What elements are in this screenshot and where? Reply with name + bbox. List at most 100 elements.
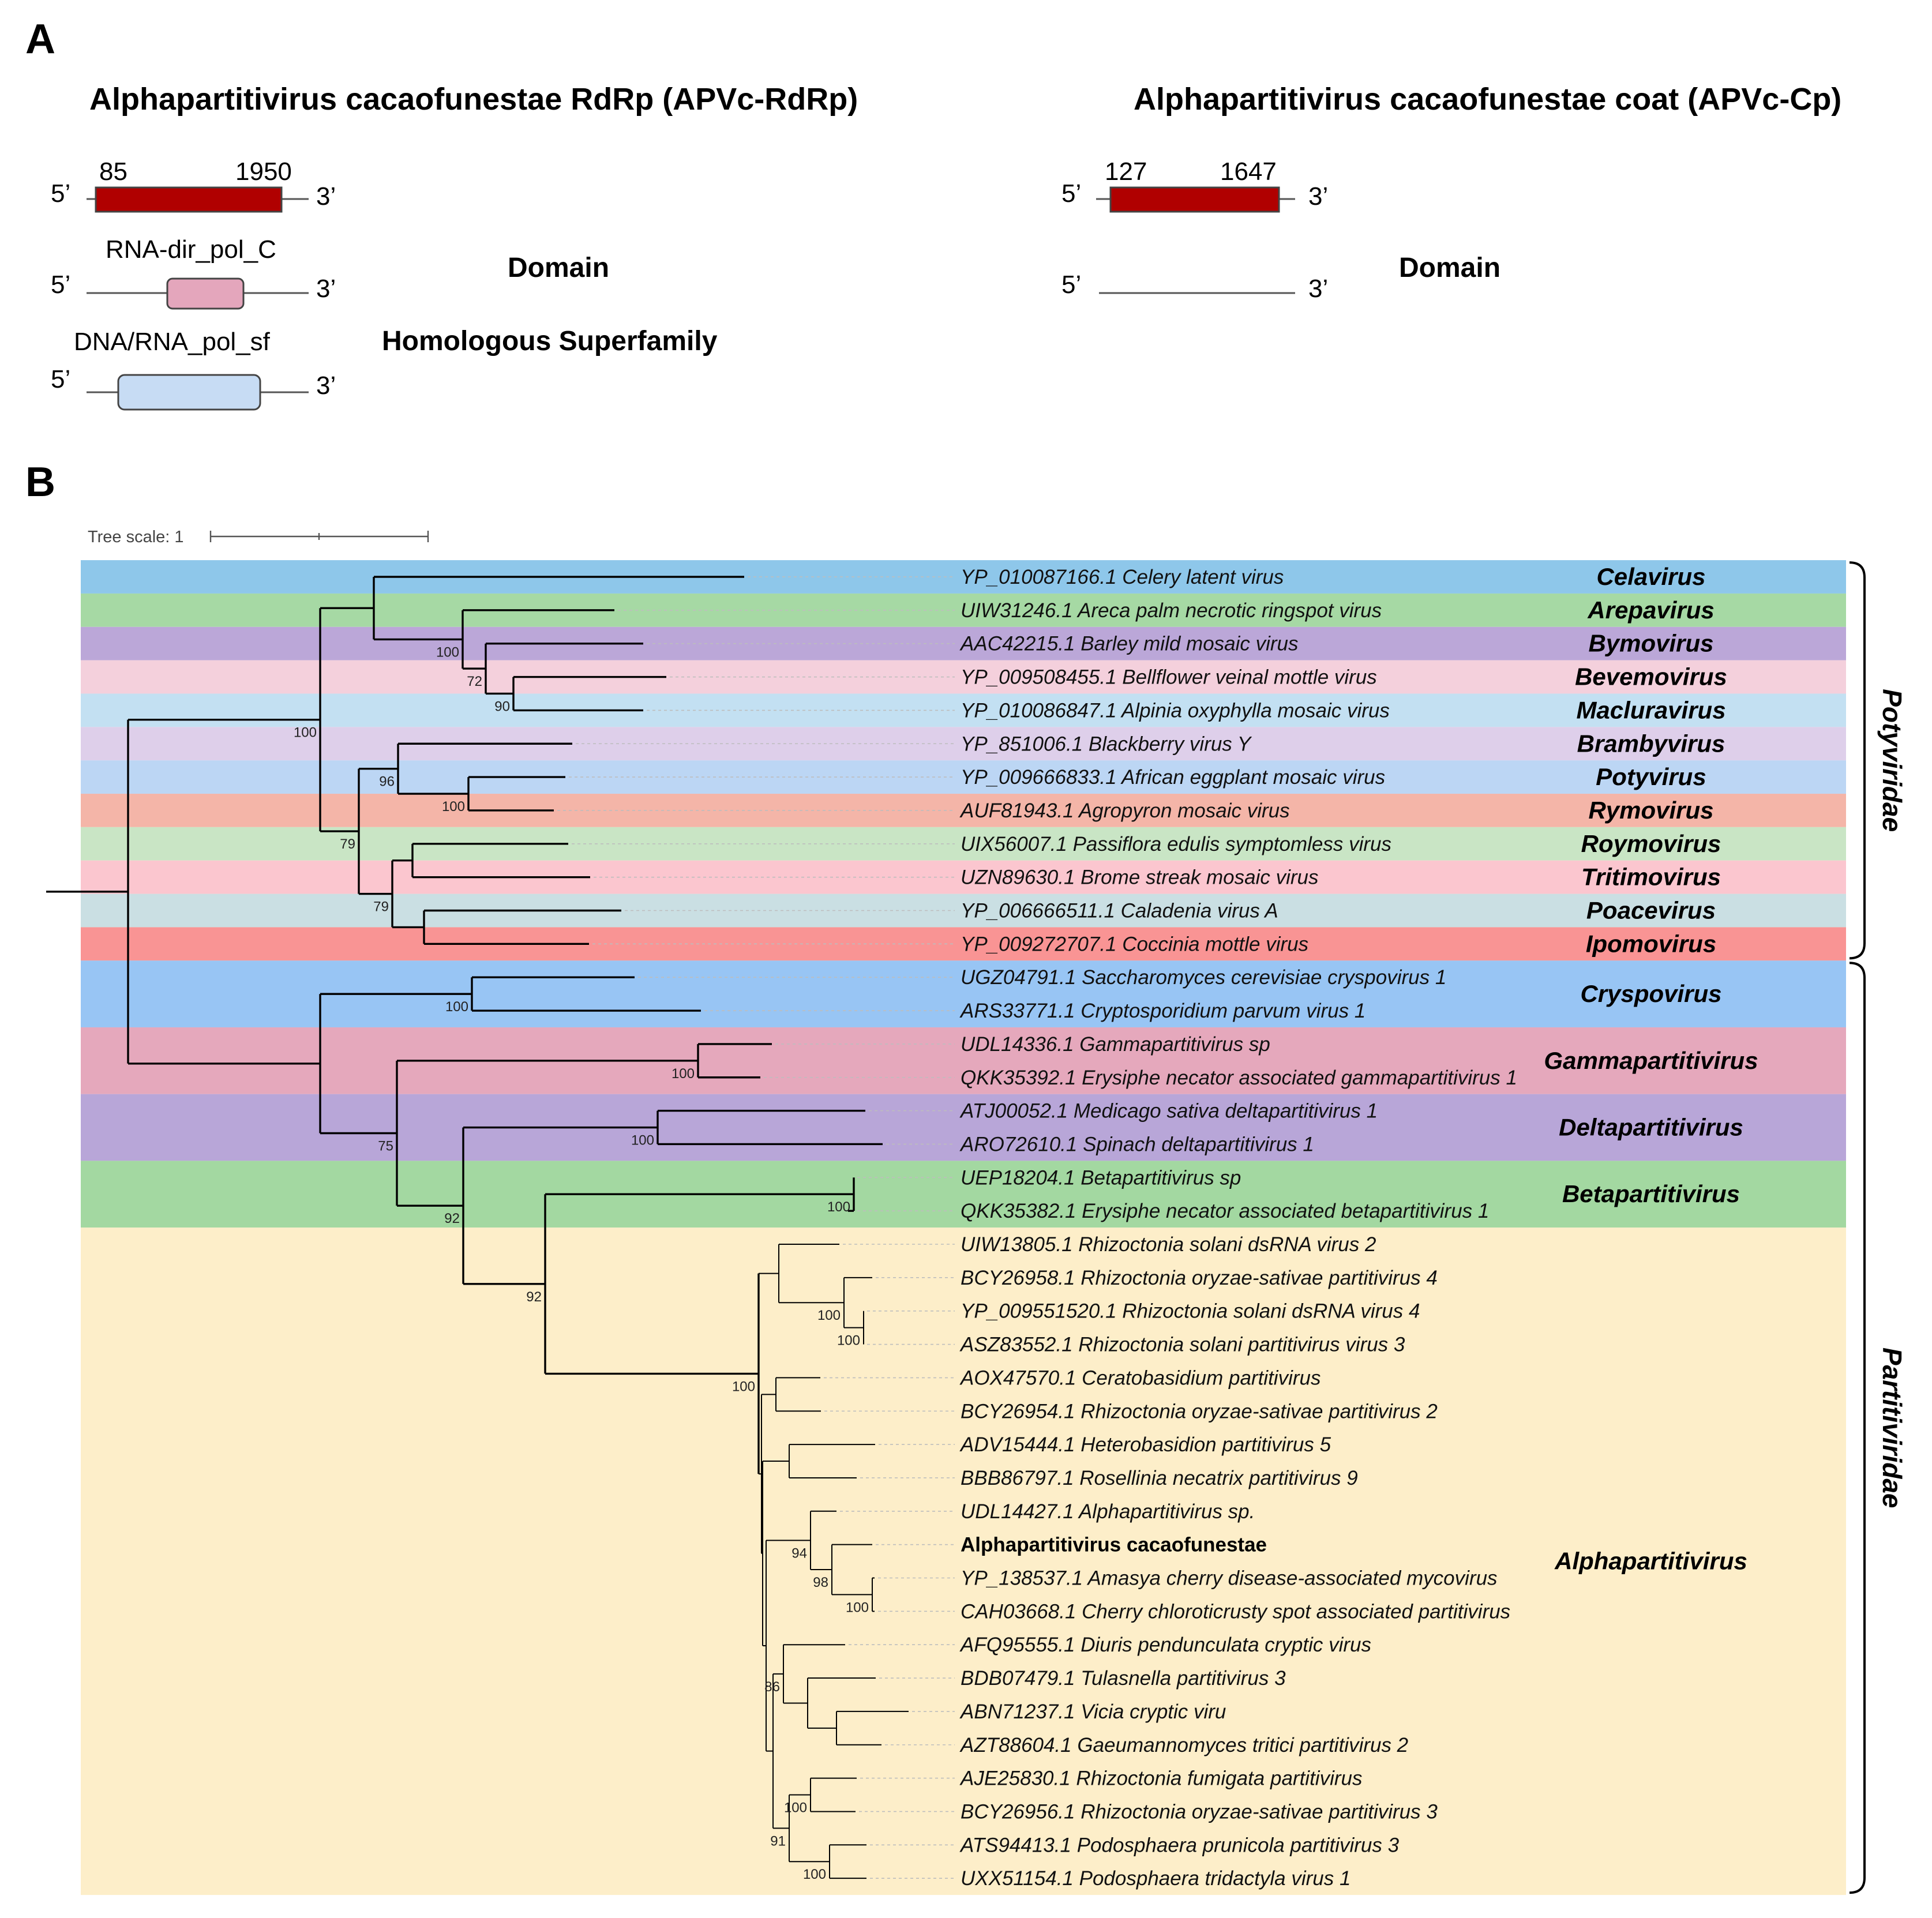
genus-band-macluravirus bbox=[81, 693, 1846, 727]
taxon-label: AUF81943.1 Agropyron mosaic virus bbox=[959, 800, 1290, 822]
genus-label: Brambyvirus bbox=[1577, 730, 1725, 757]
rdrp-domain-5prime: 5’ bbox=[51, 271, 70, 299]
bootstrap-label: 86 bbox=[764, 1679, 780, 1695]
genus-label: Arepavirus bbox=[1587, 596, 1714, 624]
bootstrap-label: 100 bbox=[631, 1133, 654, 1148]
coat-domain-3prime: 3’ bbox=[1308, 275, 1328, 303]
bootstrap-label: 91 bbox=[770, 1833, 786, 1849]
genus-band-arepavirus bbox=[81, 593, 1846, 627]
genus-band-alphapartitivirus bbox=[81, 1228, 1846, 1896]
taxon-label: BDB07479.1 Tulasnella partitivirus 3 bbox=[961, 1667, 1286, 1690]
genus-label: Ipomovirus bbox=[1586, 930, 1716, 957]
family-bracket bbox=[1849, 561, 1866, 960]
genus-band-deltapartitivirus bbox=[81, 1094, 1846, 1161]
genus-band-betapartitivirus bbox=[81, 1161, 1846, 1228]
bootstrap-label: 100 bbox=[671, 1066, 695, 1082]
bootstrap-label: 100 bbox=[827, 1199, 850, 1215]
bootstrap-label: 100 bbox=[294, 725, 317, 741]
genus-band-rymovirus bbox=[81, 794, 1846, 827]
genus-label: Rymovirus bbox=[1588, 797, 1713, 824]
genus-label: Bymovirus bbox=[1588, 630, 1713, 657]
bootstrap-label: 100 bbox=[442, 799, 465, 815]
taxon-labels: YP_010087166.1 Celery latent virusUIW312… bbox=[959, 566, 1517, 1890]
taxon-label: UEP18204.1 Betapartitivirus sp bbox=[961, 1166, 1241, 1189]
phylogenetic-tree bbox=[46, 576, 909, 1879]
bootstrap-label: 100 bbox=[837, 1333, 860, 1349]
taxon-label: QKK35392.1 Erysiphe necator associated g… bbox=[961, 1067, 1517, 1089]
rdrp-domain-name: RNA-dir_pol_C bbox=[106, 235, 276, 264]
taxon-label: UZN89630.1 Brome streak mosaic virus bbox=[961, 866, 1319, 889]
coat-orf-end: 1647 bbox=[1220, 157, 1277, 186]
bootstrap-label: 96 bbox=[379, 774, 395, 790]
taxon-label: YP_009508455.1 Bellflower veinal mottle … bbox=[961, 666, 1377, 689]
genus-label: Bevemovirus bbox=[1575, 663, 1727, 690]
genus-label: Poacevirus bbox=[1586, 897, 1716, 924]
taxon-label: QKK35382.1 Erysiphe necator associated b… bbox=[961, 1200, 1489, 1222]
bootstrap-label: 75 bbox=[378, 1138, 393, 1154]
taxon-label: BCY26956.1 Rhizoctonia oryzae-sativae pa… bbox=[961, 1800, 1438, 1823]
taxon-label: UIW13805.1 Rhizoctonia solani dsRNA viru… bbox=[961, 1233, 1376, 1256]
coat-title: Alphapartitivirus cacaofunestae coat (AP… bbox=[1134, 82, 1841, 117]
taxon-label: BCY26958.1 Rhizoctonia oryzae-sativae pa… bbox=[961, 1267, 1438, 1289]
rdrp-orf-3prime: 3’ bbox=[316, 182, 336, 211]
taxon-label: ARO72610.1 Spinach deltapartitivirus 1 bbox=[959, 1133, 1314, 1155]
genus-band-bevemovirus bbox=[81, 660, 1846, 694]
rdrp-superfamily-3prime: 3’ bbox=[316, 371, 336, 400]
coat-orf-5prime: 5’ bbox=[1061, 179, 1081, 208]
genus-bands bbox=[81, 560, 1846, 1896]
rdrp-orf-start: 85 bbox=[99, 157, 127, 186]
taxon-label: UIW31246.1 Areca palm necrotic ringspot … bbox=[961, 599, 1382, 622]
genus-band-poacevirus bbox=[81, 894, 1846, 928]
taxon-label: YP_851006.1 Blackberry virus Y bbox=[961, 733, 1252, 755]
genus-band-potyvirus bbox=[81, 760, 1846, 794]
genus-labels: CelavirusArepavirusBymovirusBevemovirusM… bbox=[1544, 563, 1758, 1575]
genus-label: Celavirus bbox=[1596, 563, 1705, 590]
coat-orf-box bbox=[1109, 186, 1280, 213]
bootstrap-label: 100 bbox=[436, 644, 459, 660]
bootstrap-label: 92 bbox=[444, 1211, 460, 1226]
family-label: Partitiviridae bbox=[1877, 1348, 1907, 1508]
bootstrap-label: 100 bbox=[784, 1800, 807, 1816]
bootstrap-label: 98 bbox=[813, 1575, 828, 1590]
rdrp-orf-box bbox=[95, 186, 283, 213]
taxon-label: AZT88604.1 Gaeumannomyces tritici partit… bbox=[959, 1734, 1408, 1756]
genus-label: Tritimovirus bbox=[1581, 864, 1721, 891]
bootstrap-label: 100 bbox=[846, 1600, 869, 1615]
bootstrap-label: 92 bbox=[526, 1289, 542, 1305]
rdrp-orf-5prime: 5’ bbox=[51, 179, 70, 208]
rdrp-superfamily-5prime: 5’ bbox=[51, 365, 70, 393]
bootstrap-label: 90 bbox=[494, 699, 510, 714]
taxon-label: ASZ83552.1 Rhizoctonia solani partitivir… bbox=[959, 1334, 1405, 1356]
taxon-label: ABN71237.1 Vicia cryptic viru bbox=[959, 1701, 1226, 1723]
genus-band-ipomovirus bbox=[81, 927, 1846, 961]
genus-label: Cryspovirus bbox=[1580, 980, 1721, 1007]
genus-band-tritimovirus bbox=[81, 860, 1846, 894]
rdrp-orf-end: 1950 bbox=[235, 157, 292, 186]
taxon-label: CAH03668.1 Cherry chloroticrusty spot as… bbox=[961, 1600, 1510, 1623]
taxon-label: AFQ95555.1 Diuris pendunculata cryptic v… bbox=[959, 1634, 1371, 1656]
bootstrap-label: 100 bbox=[732, 1379, 755, 1394]
taxon-label: AOX47570.1 Ceratobasidium partitivirus bbox=[959, 1367, 1320, 1389]
coat-domain-label: Domain bbox=[1399, 253, 1500, 283]
coat-domain-5prime: 5’ bbox=[1061, 271, 1081, 299]
taxon-label: BBB86797.1 Rosellinia necatrix partitivi… bbox=[961, 1467, 1358, 1489]
taxon-label: YP_006666511.1 Caladenia virus A bbox=[961, 900, 1278, 922]
taxon-label: YP_009666833.1 African eggplant mosaic v… bbox=[961, 766, 1385, 789]
rdrp-domain-box bbox=[166, 277, 245, 310]
genus-label: Roymovirus bbox=[1581, 830, 1721, 857]
bootstrap-label: 100 bbox=[445, 999, 468, 1015]
panel-b-letter: B bbox=[25, 459, 55, 505]
family-label: Potyviridae bbox=[1877, 689, 1907, 832]
bootstrap-label: 79 bbox=[340, 836, 355, 852]
rdrp-domain-3prime: 3’ bbox=[316, 275, 336, 303]
bootstrap-label: 72 bbox=[467, 674, 482, 689]
leader-lines bbox=[557, 576, 955, 1879]
taxon-label: ARS33771.1 Cryptosporidium parvum virus … bbox=[959, 1000, 1365, 1022]
taxon-label: UGZ04791.1 Saccharomyces cerevisiae crys… bbox=[961, 966, 1446, 989]
taxon-label: UDL14336.1 Gammapartitivirus sp bbox=[961, 1033, 1270, 1056]
taxon-label: YP_010087166.1 Celery latent virus bbox=[961, 566, 1284, 588]
rdrp-title: Alphapartitivirus cacaofunestae RdRp (AP… bbox=[89, 82, 858, 117]
family-bracket bbox=[1849, 962, 1866, 1894]
coat-orf-3prime: 3’ bbox=[1308, 182, 1328, 211]
